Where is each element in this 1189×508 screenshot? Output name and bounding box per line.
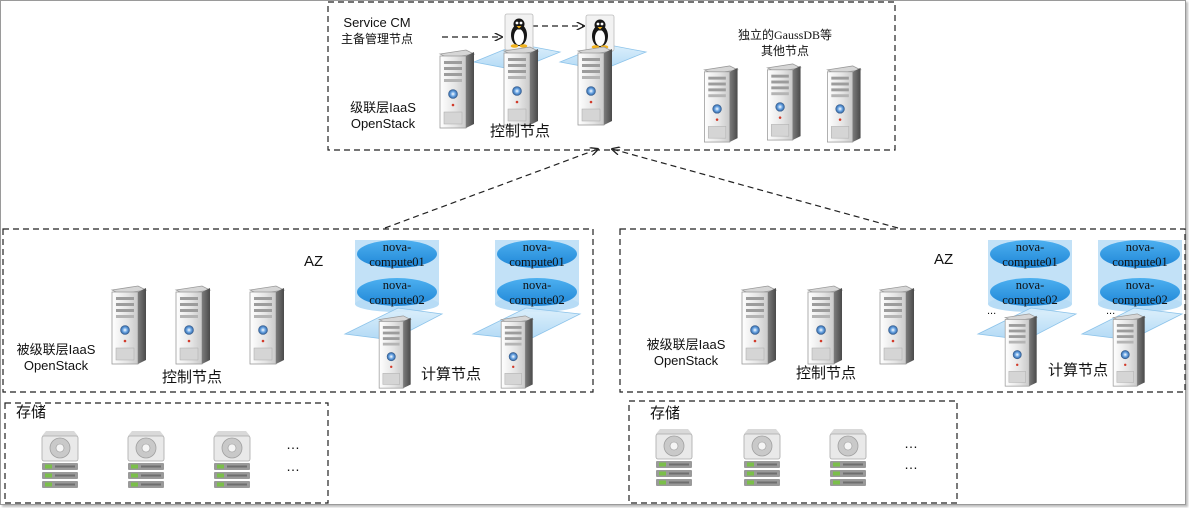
left-compute-nodes-label: 计算节点 (421, 366, 482, 383)
server-icon (1004, 313, 1038, 387)
server-icon (807, 285, 843, 365)
right-control-nodes-label: 控制节点 (796, 365, 857, 382)
right-nova-compute01-a: nova-compute01 (1002, 240, 1058, 269)
linux-penguin-icon (585, 14, 615, 52)
server-icon (503, 46, 539, 126)
right-compute-nodes-label: 计算节点 (1048, 362, 1109, 379)
left-az-box (2, 228, 594, 393)
server-icon (766, 63, 802, 141)
server-icon (703, 65, 739, 143)
right-nova-ellipsis-a: ... (987, 305, 997, 317)
server-icon (249, 285, 285, 365)
left-nova-compute02-b: nova-compute02 (509, 278, 565, 307)
gaussdb-label: 独立的GaussDB等 其他节点 (720, 27, 850, 59)
server-icon (741, 285, 777, 365)
right-compute-stack-1 (976, 240, 1078, 341)
linux-penguin-icon (504, 13, 534, 51)
gaussdb-title: 独立的GaussDB等 (737, 28, 832, 42)
right-cascaded-subtitle: OpenStack (653, 353, 719, 368)
service-cm-label: Service CM 主备管理节点 (336, 15, 418, 47)
right-cascaded-title: 被级联层IaaS (646, 337, 726, 352)
left-control-nodes-label: 控制节点 (162, 369, 223, 386)
right-storage-box (628, 400, 958, 504)
server-icon (378, 315, 412, 389)
right-cascaded-layer-label: 被级联层IaaS OpenStack (640, 337, 732, 369)
storage-disk-icon (213, 430, 251, 489)
right-storage-ellipsis-1: … (904, 435, 918, 451)
server-icon (879, 285, 915, 365)
left-az-to-cascade-arrow (384, 149, 598, 229)
cascade-layer-label: 级联层IaaS OpenStack (340, 100, 426, 132)
left-storage-ellipsis-1: … (286, 436, 300, 452)
service-cm-title: Service CM (343, 15, 411, 30)
left-storage-ellipsis-2: … (286, 458, 300, 474)
right-nova-compute01-b: nova-compute01 (1112, 240, 1168, 269)
right-nova-compute02-b: nova-compute02 (1112, 278, 1168, 307)
left-cascaded-layer-label: 被级联层IaaS OpenStack (10, 342, 102, 374)
server-icon (577, 46, 613, 126)
server-icon (1112, 313, 1146, 387)
right-storage-ellipsis-2: … (904, 456, 918, 472)
left-nova-compute01-b: nova-compute01 (509, 240, 565, 269)
storage-disk-icon (655, 428, 693, 487)
right-nova-compute02-a: nova-compute02 (1002, 278, 1058, 307)
left-compute-stack-1 (343, 240, 444, 341)
left-cascaded-title: 被级联层IaaS (16, 342, 96, 357)
top-control-nodes-label: 控制节点 (490, 123, 551, 140)
left-az-label: AZ (304, 253, 324, 270)
cascade-layer-title: 级联层IaaS (350, 100, 416, 115)
server-icon (175, 285, 211, 365)
left-storage-label: 存储 (16, 404, 47, 421)
server-icon (111, 285, 147, 365)
right-nova-ellipsis-b: ... (1106, 305, 1116, 317)
left-storage-box (4, 402, 329, 504)
server-icon (500, 315, 534, 389)
server-icon (439, 49, 475, 129)
left-nova-compute02-a: nova-compute02 (369, 278, 425, 307)
service-cm-subtitle: 主备管理节点 (340, 32, 413, 46)
storage-disk-icon (743, 428, 781, 487)
cascade-layer-subtitle: OpenStack (350, 116, 416, 131)
cascade-layer-box (327, 1, 896, 151)
server-icon (826, 65, 862, 143)
right-az-label: AZ (934, 251, 954, 268)
left-nova-compute01-a: nova-compute01 (369, 240, 425, 269)
left-cascaded-subtitle: OpenStack (23, 358, 89, 373)
right-storage-label: 存储 (650, 405, 681, 422)
right-az-to-cascade-arrow (612, 149, 899, 229)
right-az-box (619, 228, 1186, 393)
storage-disk-icon (127, 430, 165, 489)
storage-disk-icon (829, 428, 867, 487)
gaussdb-subtitle: 其他节点 (760, 44, 809, 58)
storage-disk-icon (41, 430, 79, 489)
